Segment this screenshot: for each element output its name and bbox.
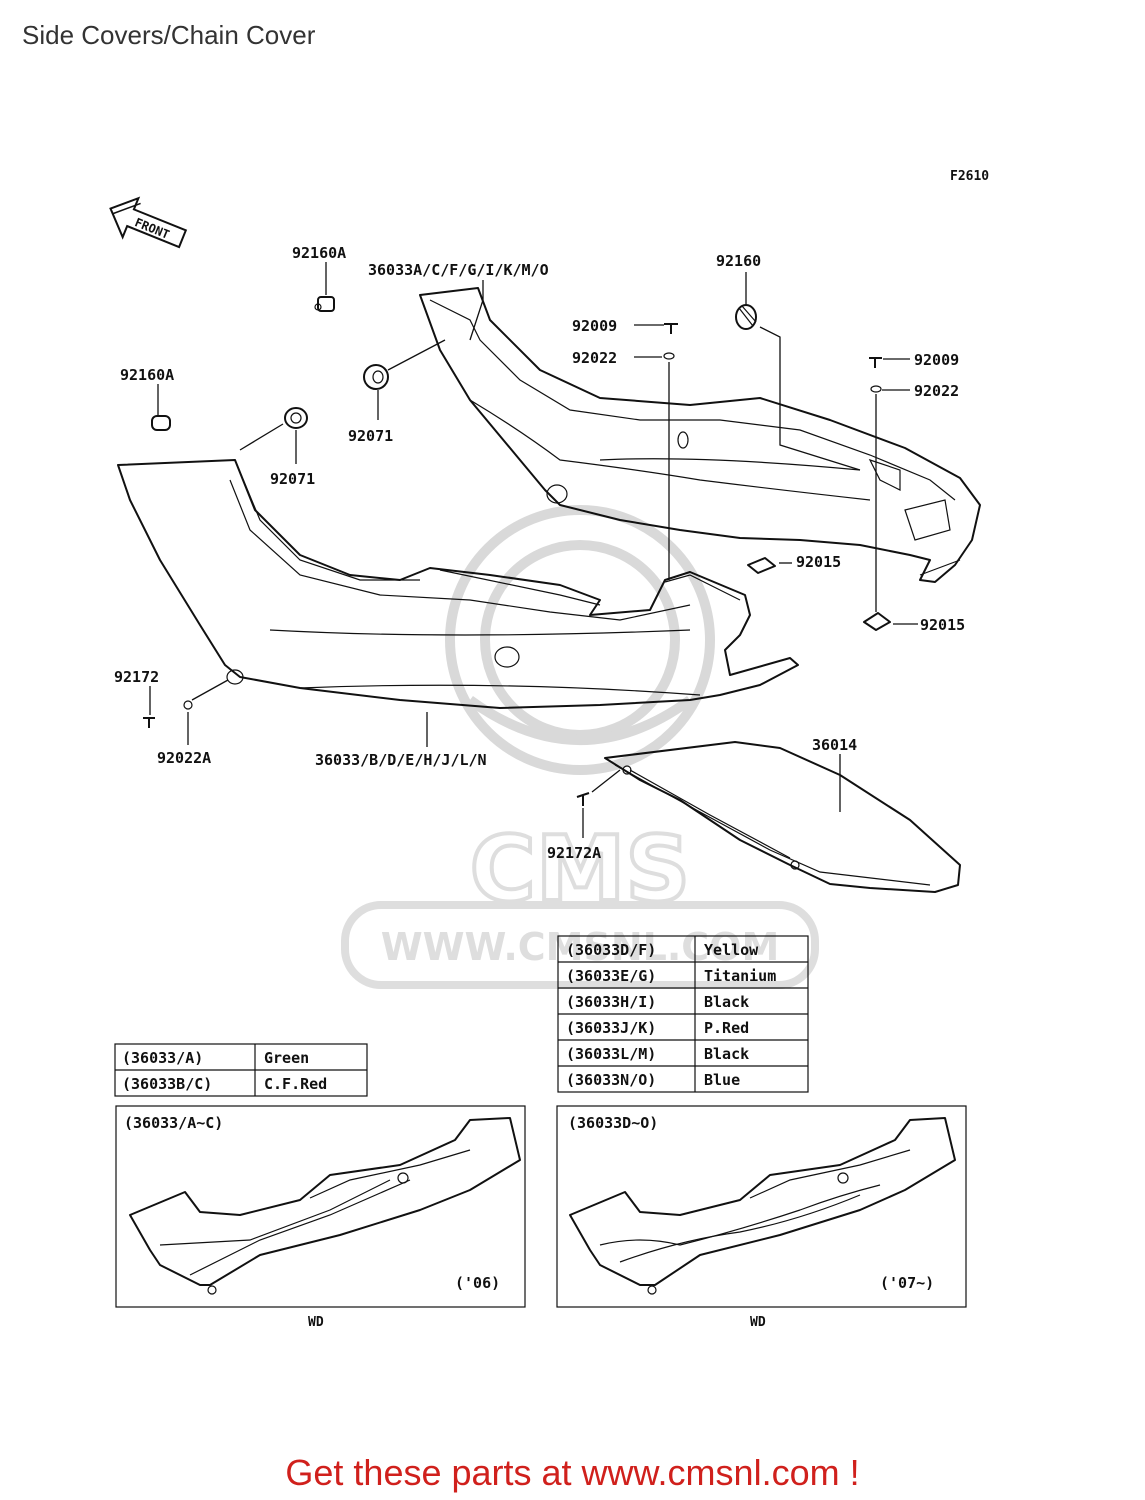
table-right-code-0: (36033D/F) [566, 941, 656, 959]
variant-right-code: (36033D~O) [568, 1114, 658, 1132]
callout-92172A: 92172A [547, 844, 601, 862]
table-right-code-5: (36033N/O) [566, 1071, 656, 1089]
callout-92160A-top: 92160A [292, 244, 346, 262]
bolt-92009-right [869, 357, 882, 368]
front-arrow-icon: FRONT [109, 196, 188, 249]
parts-diagram: CMS WWW.CMSNL.COM F2610 FRONT [109, 169, 989, 1330]
callout-36033A-set: 36033A/C/F/G/I/K/M/O [368, 261, 549, 279]
clip-92015-mid [747, 557, 776, 574]
table-right-color-4: Black [704, 1045, 749, 1063]
callout-92071-left: 92071 [270, 470, 315, 488]
grommet-92071-left [284, 407, 308, 429]
callout-36033-set: 36033/B/D/E/H/J/L/N [315, 751, 487, 769]
callout-92160: 92160 [716, 252, 761, 270]
callout-36014: 36014 [812, 736, 857, 754]
callout-92015-mid: 92015 [796, 553, 841, 571]
page-title: Side Covers/Chain Cover [22, 20, 316, 50]
grommet-92160A-left [151, 415, 171, 431]
callout-92160A-left: 92160A [120, 366, 174, 384]
callout-92015-right: 92015 [920, 616, 965, 634]
table-left-color-1: C.F.Red [264, 1075, 327, 1093]
promo-banner[interactable]: Get these parts at www.cmsnl.com ! [285, 1452, 860, 1493]
callout-92009-left: 92009 [572, 317, 617, 335]
callout-92009-right: 92009 [914, 351, 959, 369]
table-right-code-1: (36033E/G) [566, 967, 656, 985]
grommet-92160A-top [314, 296, 335, 312]
callout-92022-right: 92022 [914, 382, 959, 400]
callout-92022A: 92022A [157, 749, 211, 767]
variant-box-left: (36033/A~C) ('06) [115, 1105, 526, 1308]
washer-92022-right [870, 385, 882, 393]
table-right-color-3: P.Red [704, 1019, 749, 1037]
callout-92022-left: 92022 [572, 349, 617, 367]
variant-left-code: (36033/A~C) [124, 1114, 223, 1132]
washer-92022-left [663, 352, 675, 360]
callout-92172: 92172 [114, 668, 159, 686]
grommet-92160 [735, 304, 757, 330]
watermark-brand: CMS [470, 817, 690, 922]
screw-92172 [143, 717, 155, 728]
variant-right-region: WD [750, 1315, 766, 1330]
table-right-code-3: (36033J/K) [566, 1019, 656, 1037]
clip-92015-right [863, 612, 891, 631]
leader-lines [149, 262, 918, 838]
table-left-code-1: (36033B/C) [122, 1075, 212, 1093]
variant-box-right: (36033D~O) ('07~) [556, 1105, 967, 1308]
variant-right-year: ('07~) [880, 1274, 934, 1292]
table-right-color-1: Titanium [704, 967, 776, 985]
bolt-92009-left [664, 323, 678, 334]
callout-92071-mid: 92071 [348, 427, 393, 445]
table-right-color-2: Black [704, 993, 749, 1011]
table-right-color-0: Yellow [704, 941, 759, 959]
color-table-left: (36033/A) Green (36033B/C) C.F.Red [114, 1043, 368, 1097]
watermark-logo: CMS WWW.CMSNL.COM [341, 505, 819, 989]
color-table-right: (36033D/F) Yellow (36033E/G) Titanium (3… [557, 935, 809, 1093]
lower-side-cover [117, 459, 799, 709]
screw-92172A [576, 792, 590, 806]
table-right-color-5: Blue [704, 1071, 740, 1089]
grommet-92071-mid [363, 364, 389, 390]
chain-cover [604, 741, 961, 893]
table-left-color-0: Green [264, 1049, 309, 1067]
washer-92022A [183, 700, 193, 710]
upper-side-cover [419, 287, 981, 583]
table-left-code-0: (36033/A) [122, 1049, 203, 1067]
table-right-code-4: (36033L/M) [566, 1045, 656, 1063]
table-right-code-2: (36033H/I) [566, 993, 656, 1011]
variant-left-region: WD [308, 1315, 324, 1330]
variant-left-year: ('06) [455, 1274, 500, 1292]
diagram-code: F2610 [950, 169, 989, 184]
